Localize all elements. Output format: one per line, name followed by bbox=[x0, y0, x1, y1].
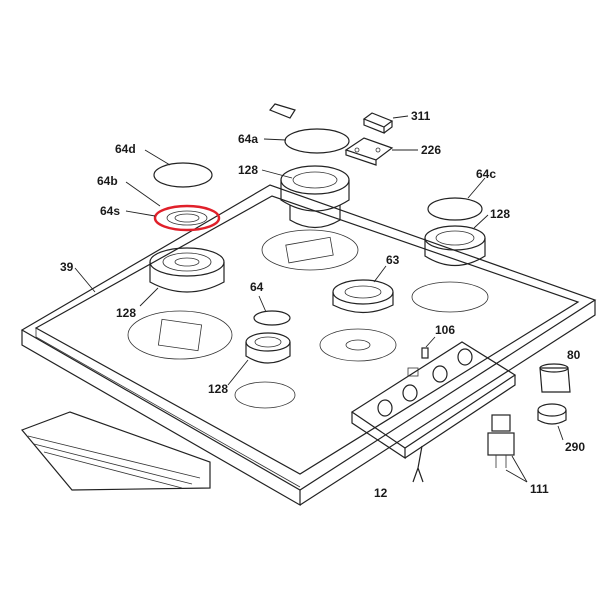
label-64: 64 bbox=[250, 280, 264, 294]
part-80-knob bbox=[539, 363, 571, 393]
label-128-right: 128 bbox=[490, 207, 511, 221]
caps bbox=[153, 128, 483, 326]
label-64d: 64d bbox=[115, 142, 136, 156]
part-311 bbox=[362, 112, 394, 134]
leader-lines bbox=[74, 115, 564, 483]
part-106-pin bbox=[421, 347, 429, 359]
label-290: 290 bbox=[565, 440, 586, 454]
label-226: 226 bbox=[421, 143, 442, 157]
label-311: 311 bbox=[411, 109, 431, 123]
part-111-switch bbox=[487, 414, 515, 468]
burner-128-small bbox=[245, 332, 291, 364]
burner-128-left-large bbox=[149, 247, 225, 293]
label-63: 63 bbox=[386, 253, 400, 267]
label-128-top: 128 bbox=[238, 163, 259, 177]
label-128-left: 128 bbox=[116, 306, 137, 320]
label-64c: 64c bbox=[476, 167, 497, 181]
label-111: 111 bbox=[530, 482, 549, 496]
gasket-strip bbox=[20, 411, 211, 491]
label-80: 80 bbox=[567, 348, 581, 362]
part-290-ring bbox=[537, 403, 567, 425]
part-12x-thermocouple bbox=[412, 445, 424, 483]
control-panel bbox=[350, 341, 517, 460]
burner-63 bbox=[332, 279, 394, 314]
label-64a: 64a bbox=[238, 132, 259, 146]
label-12x: 12 bbox=[374, 486, 388, 500]
ring-64s-highlighted bbox=[153, 204, 221, 232]
burner-128-right bbox=[424, 225, 486, 266]
part-226 bbox=[344, 137, 394, 166]
label-64s: 64s bbox=[100, 204, 121, 218]
label-128-small: 128 bbox=[208, 382, 229, 396]
label-39: 39 bbox=[60, 260, 74, 274]
label-64b: 64b bbox=[97, 174, 118, 188]
part-top-fragment bbox=[269, 103, 296, 119]
burner-128-top bbox=[280, 165, 350, 229]
burner-seats bbox=[127, 229, 489, 409]
hob-frame bbox=[20, 184, 597, 507]
label-106: 106 bbox=[435, 323, 456, 337]
